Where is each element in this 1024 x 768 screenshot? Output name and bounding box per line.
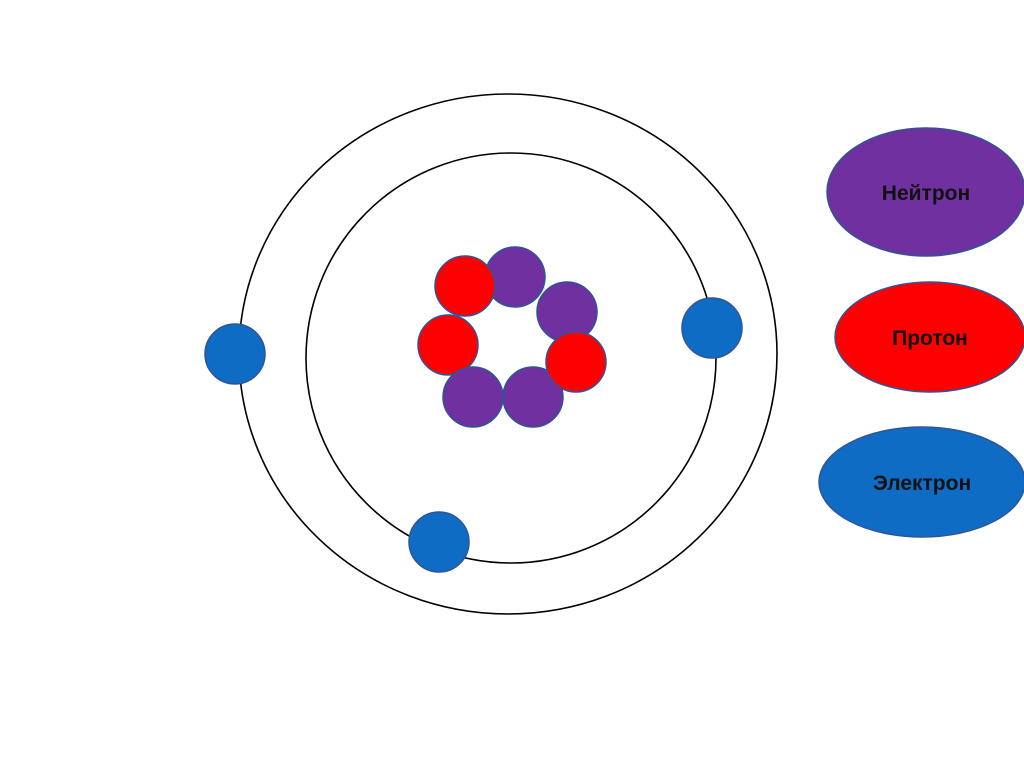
legend-label-neutron: Нейтрон bbox=[882, 182, 970, 205]
legend-label-proton: Протон bbox=[892, 327, 968, 350]
nucleus-particle bbox=[417, 314, 479, 376]
electron bbox=[204, 323, 266, 385]
legend: Нейтрон Протон Электрон bbox=[818, 127, 1024, 538]
electron bbox=[681, 297, 743, 359]
legend-item-neutron: Нейтрон bbox=[826, 127, 1024, 257]
legend-item-electron: Электрон bbox=[818, 426, 1024, 538]
legend-swatch-electron bbox=[818, 426, 1024, 538]
nucleus-particle bbox=[442, 366, 504, 428]
electron bbox=[408, 511, 470, 573]
nucleus-particle bbox=[545, 331, 607, 393]
inner-orbit bbox=[305, 152, 717, 564]
electrons bbox=[204, 297, 743, 573]
legend-swatch-neutron bbox=[826, 127, 1024, 257]
nucleus-particle bbox=[434, 255, 496, 317]
legend-item-proton: Протон bbox=[834, 281, 1024, 393]
legend-label-electron: Электрон bbox=[873, 472, 971, 495]
nucleus bbox=[417, 246, 607, 428]
legend-swatch-proton bbox=[834, 281, 1024, 393]
